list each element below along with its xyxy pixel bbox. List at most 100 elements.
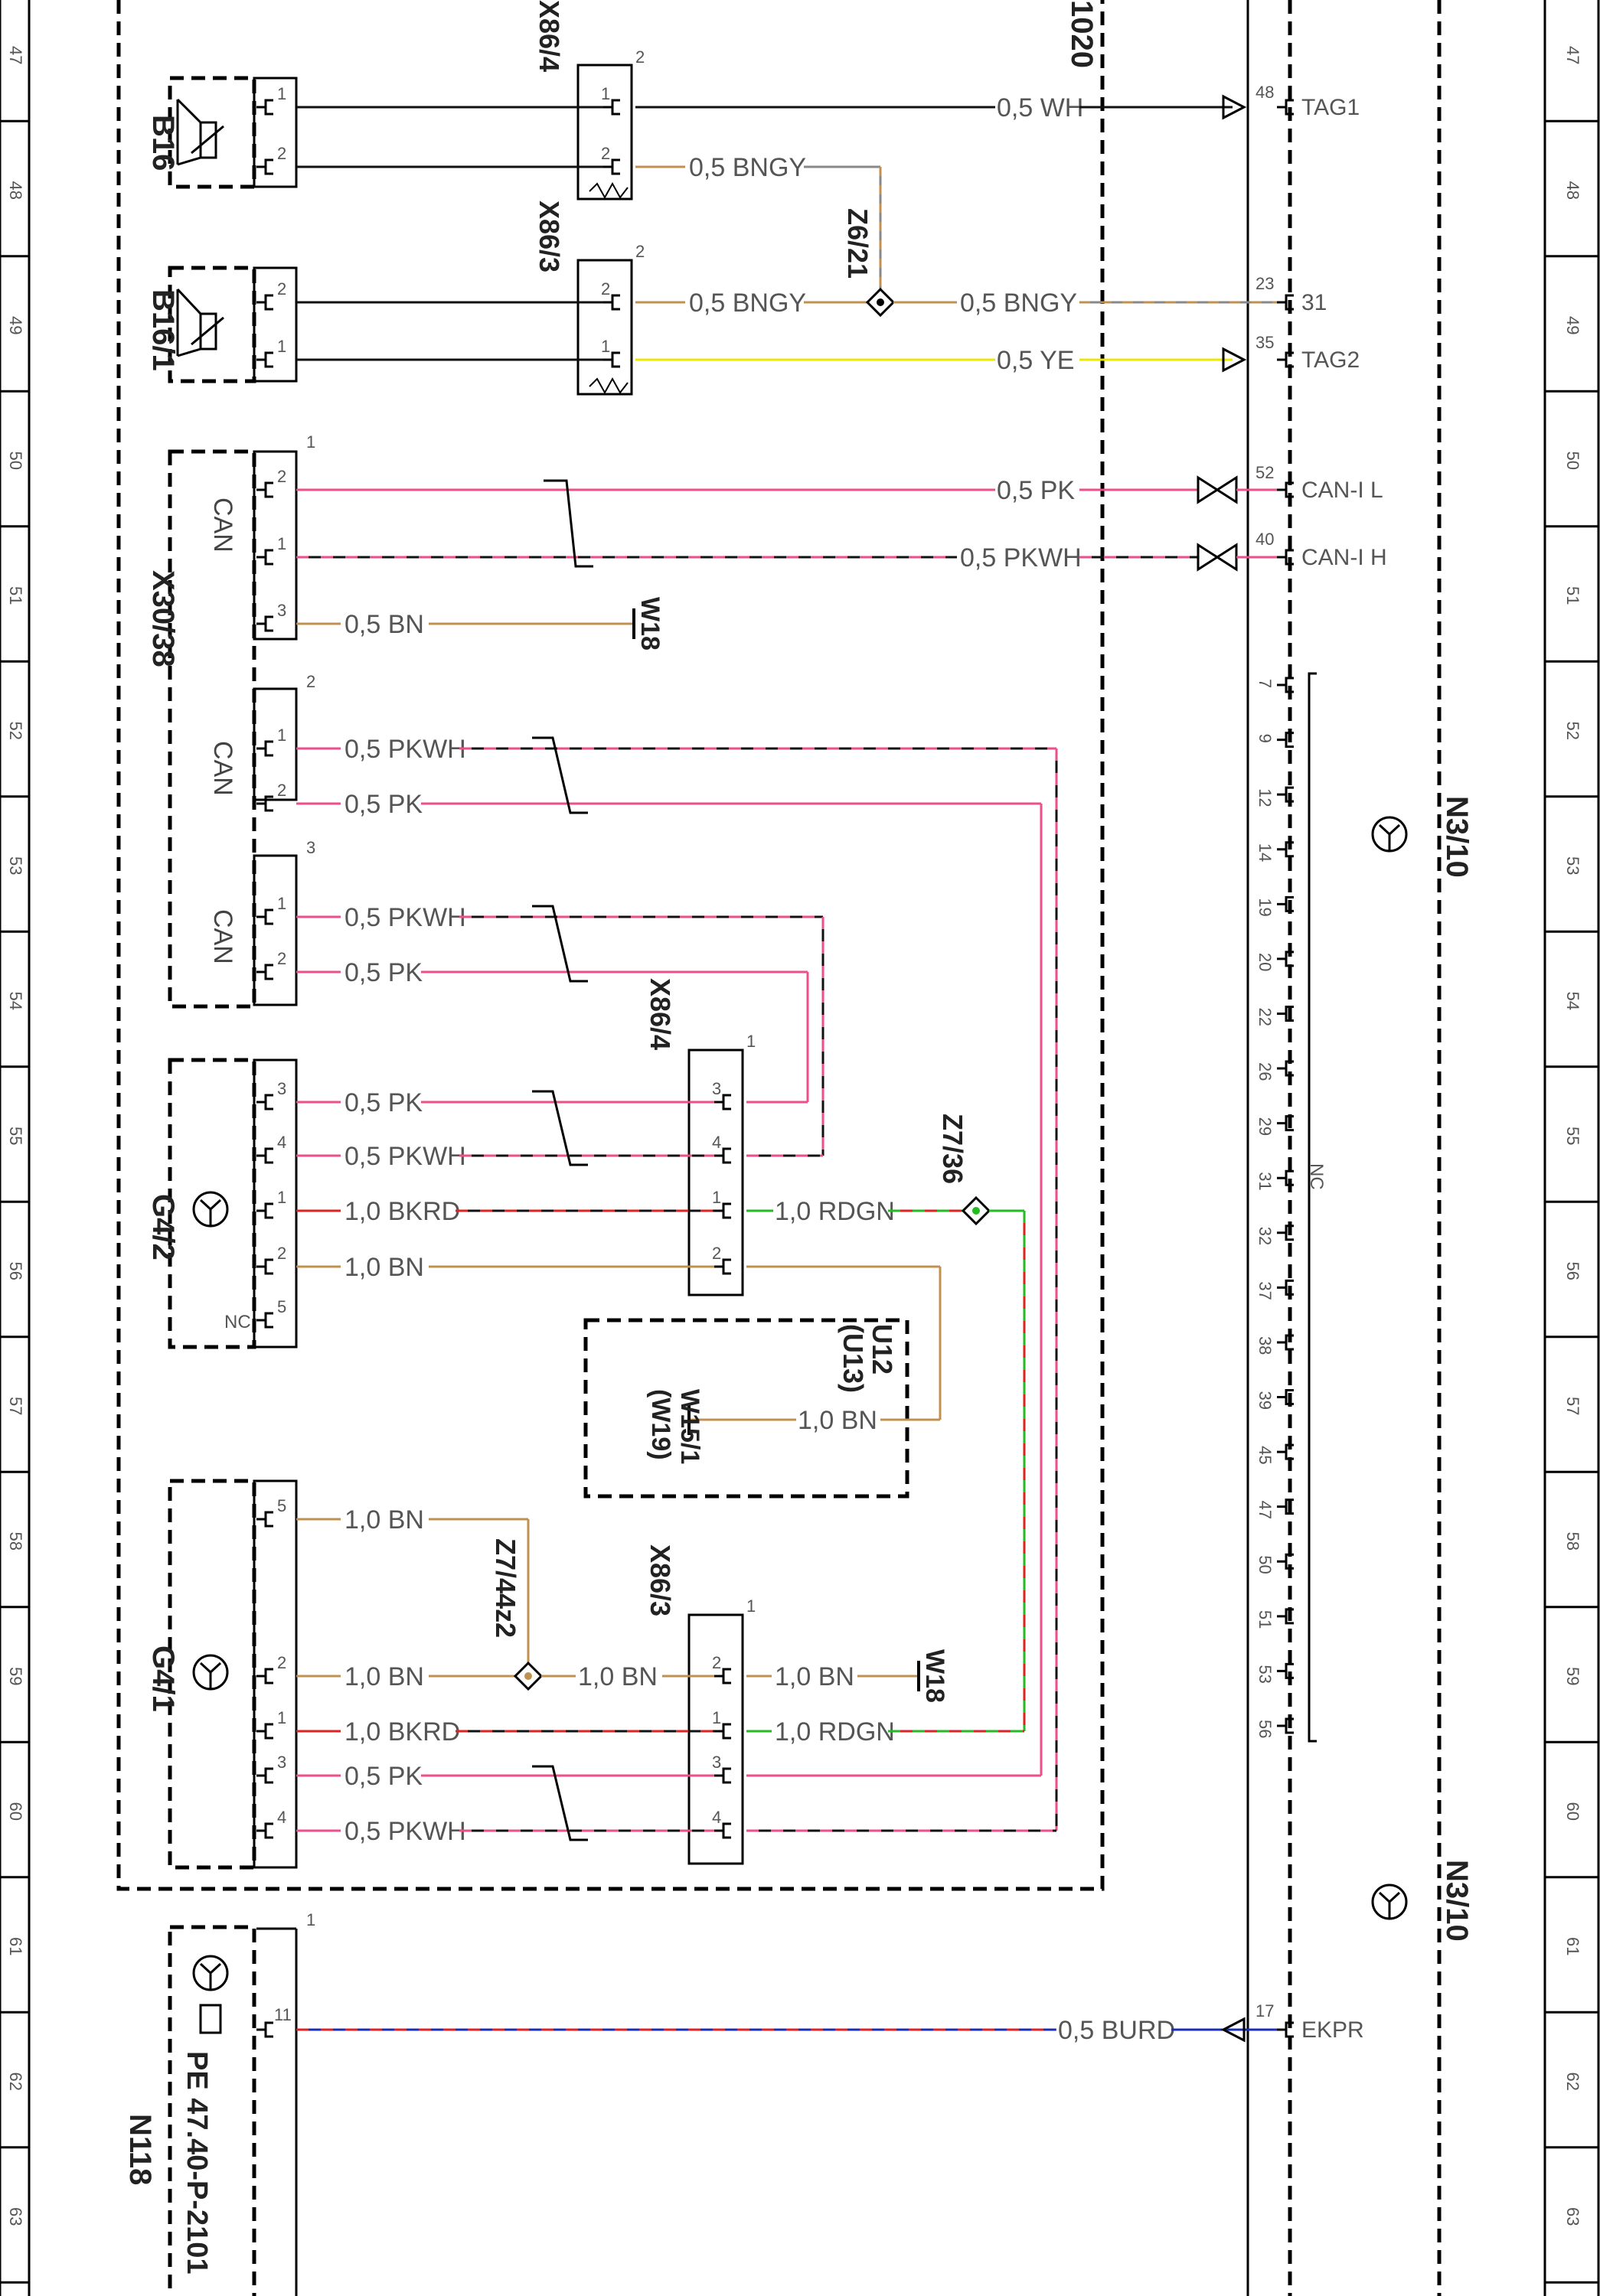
pin-label: 2 <box>635 242 645 261</box>
row-number-left: 61 <box>6 1937 25 1955</box>
nc-pin-label: 51 <box>1256 1610 1275 1629</box>
n3-tag: TAG1 <box>1301 95 1360 120</box>
pin-label: 1 <box>746 1596 756 1616</box>
row-number-right: 60 <box>1563 1802 1582 1821</box>
row-number-right: 52 <box>1563 722 1582 740</box>
wire-label: 0,5 PKWH <box>960 543 1082 572</box>
row-number-right: 53 <box>1563 856 1582 875</box>
can-label: CAN <box>208 741 237 796</box>
u12-component <box>583 1318 909 1499</box>
z6-21-splice <box>865 287 896 318</box>
nc-pin-connector <box>1277 1005 1294 1022</box>
nc-pin-label: 39 <box>1256 1391 1275 1410</box>
pin-label: 2 <box>601 144 610 163</box>
nc-pin-connector <box>1277 1169 1294 1186</box>
pin-label: 2 <box>277 1244 286 1263</box>
pe-reference: PE 47.40-P-2101 <box>181 2051 213 2275</box>
row-number-right: 54 <box>1563 992 1582 1010</box>
x86-3-bot-connector: 1 2 1 3 4 <box>687 1596 756 1865</box>
row-number-right: 55 <box>1563 1127 1582 1145</box>
w15-1-label: W15/1 <box>675 1389 704 1464</box>
nc-pin-label: 31 <box>1256 1172 1275 1190</box>
w19-label: (W19) <box>646 1389 675 1460</box>
wire-label: 0,5 BURD <box>1058 2016 1175 2045</box>
nc-pin-label: 47 <box>1256 1501 1275 1519</box>
w18-ground-label: W18 <box>635 597 664 651</box>
pin-label: 3 <box>306 838 315 857</box>
row-number-right: 49 <box>1563 316 1582 334</box>
nc-pin-label: 14 <box>1256 843 1275 862</box>
nc-label: NC <box>224 1312 251 1332</box>
w18-ground-label: W18 <box>920 1649 949 1703</box>
b16-1-label: B16/1 <box>146 289 180 371</box>
row-number-right: 48 <box>1563 181 1582 200</box>
nc-pin-label: 32 <box>1256 1227 1275 1245</box>
row-number-right: 57 <box>1563 1397 1582 1415</box>
pin-label: 1 <box>277 1188 286 1207</box>
pin-label: 4 <box>277 1808 286 1827</box>
row-number-right: 58 <box>1563 1532 1582 1551</box>
wire-label: 1,0 BN <box>344 1662 424 1691</box>
nc-pin-label: 20 <box>1256 953 1275 971</box>
n3-tag: TAG2 <box>1301 347 1360 373</box>
nc-pin-connector <box>1277 1608 1294 1625</box>
nc-pin-label: 7 <box>1256 679 1275 688</box>
n3-10-symbol-a <box>1371 816 1408 853</box>
nc-pin-connector <box>1277 1662 1294 1679</box>
pin-label: 17 <box>1256 2001 1274 2020</box>
row-number-left: 50 <box>6 452 25 470</box>
pin-label: 5 <box>277 1496 286 1515</box>
pin-label: 1 <box>712 1708 721 1727</box>
x86-3-top-label: X86/3 <box>534 201 565 272</box>
b16-sensor: 1 2 <box>168 76 298 189</box>
x30-38-label: X30/38 <box>146 570 180 667</box>
nc-pin-connector <box>1277 1389 1294 1406</box>
pin-label: 48 <box>1256 83 1274 102</box>
nc-pin-label: 53 <box>1256 1665 1275 1683</box>
pin-label: 40 <box>1256 530 1274 549</box>
n3-10-symbol-b <box>1371 1883 1408 1920</box>
x86-3-top-connector: 2 1 2 <box>576 242 645 396</box>
nc-pin-connector <box>1277 1499 1294 1515</box>
z6-21-label: Z6/21 <box>842 208 873 279</box>
u12-label: U12 <box>867 1324 898 1375</box>
g4-1-component: 5 2 1 3 4 <box>168 1479 298 1870</box>
wire-label: 0,5 PKWH <box>344 1817 466 1846</box>
wire-label: 0,5 BNGY <box>689 289 806 318</box>
pin-label: 2 <box>277 949 286 968</box>
pin-label: 11 <box>274 2005 292 2024</box>
nc-pin-connector <box>1277 677 1294 693</box>
nc-pin-label: 50 <box>1256 1555 1275 1574</box>
row-number-right: 59 <box>1563 1667 1582 1685</box>
x86-3-bot-label: X86/3 <box>645 1544 676 1616</box>
row-number-left: 57 <box>6 1397 25 1415</box>
pin-label: 1 <box>306 432 315 452</box>
pin-label: 2 <box>712 1653 721 1672</box>
pin-label: 2 <box>277 279 286 298</box>
n3-tag: EKPR <box>1301 2017 1364 2043</box>
row-number-right: 56 <box>1563 1262 1582 1280</box>
n118-component: 1 11 <box>168 1910 315 2296</box>
pin-label: 1 <box>746 1032 756 1051</box>
wire-label: 1,0 BKRD <box>344 1717 460 1746</box>
module-boundary <box>116 0 1105 1891</box>
x86-4-mid-connector: 1 3 4 1 2 <box>687 1032 756 1296</box>
pin-label: 1 <box>277 534 286 553</box>
row-ruler-left <box>0 0 31 2296</box>
row-number-left: 51 <box>6 586 25 605</box>
nc-pin-connector <box>1277 1334 1294 1351</box>
pin-label: 52 <box>1256 463 1274 482</box>
nc-pin-connector <box>1277 1443 1294 1460</box>
row-number-left: 58 <box>6 1532 25 1551</box>
nc-pin-connector <box>1277 786 1294 803</box>
wire-label: 0,5 WH <box>997 93 1083 122</box>
pin-label: 1 <box>277 894 286 913</box>
wire-label: 1,0 BN <box>344 1505 424 1534</box>
x86-4-mid-label: X86/4 <box>645 978 676 1050</box>
wire-label: 0,5 PK <box>344 958 423 987</box>
row-number-left: 47 <box>6 46 25 64</box>
nc-pin-connector <box>1277 841 1294 858</box>
pin-label: 35 <box>1256 333 1274 352</box>
n3-tag: 31 <box>1301 290 1327 315</box>
n118-label: N118 <box>123 2114 157 2185</box>
